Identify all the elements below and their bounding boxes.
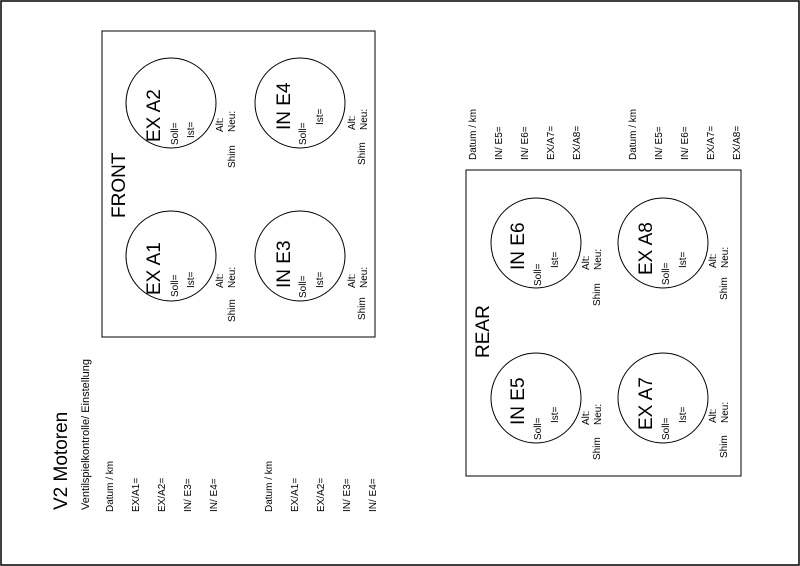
- valve-shim: Shim: [357, 297, 368, 320]
- valve-ex-a2: EX A2 Soll= Ist= Shim Alt: Neu:: [125, 57, 238, 168]
- valve-soll: Soll=: [298, 122, 309, 145]
- valve-name: EX A7: [636, 377, 657, 430]
- page-title: V2 Motoren: [51, 412, 72, 510]
- list-item: IN/ E3=: [342, 478, 353, 512]
- valve-in-e3: IN E3 Soll= Ist= Shim Alt: Neu:: [254, 210, 370, 320]
- valve-ex-a1: EX A1 Soll= Ist= Shim Alt: Neu:: [125, 210, 238, 322]
- valve-soll: Soll=: [661, 262, 672, 285]
- front-list-2: Datum / km EX/A1= EX/A2= IN/ E3= IN/ E4=: [264, 461, 379, 512]
- list-header: Datum / km: [468, 109, 479, 160]
- valve-ist: Ist=: [678, 406, 689, 423]
- valve-neu: Neu:: [359, 109, 370, 130]
- valve-circle: [254, 210, 346, 302]
- list-item: IN/ E4=: [368, 478, 379, 512]
- valve-ist: Ist=: [550, 406, 561, 423]
- front-label: FRONT: [109, 152, 130, 218]
- valve-ex-a8: EX A8 Soll= Ist= Shim Alt: Neu:: [617, 197, 731, 300]
- valve-name: EX A8: [636, 222, 657, 275]
- valve-alt: Alt:: [215, 118, 226, 132]
- list-item: EX/A8=: [732, 126, 743, 160]
- valve-alt: Alt:: [708, 409, 719, 423]
- valve-shim: Shim: [592, 283, 603, 306]
- list-header: Datum / km: [264, 461, 275, 512]
- valve-ist: Ist=: [315, 271, 326, 288]
- valve-soll: Soll=: [170, 122, 181, 145]
- list-item: IN/ E5=: [494, 126, 505, 160]
- list-item: IN/ E6=: [520, 126, 531, 160]
- list-item: IN/ E5=: [654, 126, 665, 160]
- valve-ist: Ist=: [186, 121, 197, 138]
- valve-shim: Shim: [227, 145, 238, 168]
- valve-circle: [617, 197, 709, 289]
- valve-shim: Shim: [227, 299, 238, 322]
- rear-list-2: Datum / km IN/ E5= IN/ E6= EX/A7= EX/A8=: [628, 109, 743, 160]
- valve-ist: Ist=: [550, 251, 561, 268]
- title-block: V2 Motoren Ventilspielkontrolle/ Einstel…: [51, 359, 92, 510]
- valve-neu: Neu:: [593, 249, 604, 270]
- valve-neu: Neu:: [227, 267, 238, 288]
- valve-in-e5: IN E5 Soll= Ist= Shim Alt: Neu:: [490, 352, 604, 460]
- valve-shim: Shim: [719, 277, 730, 300]
- valve-name: EX A2: [144, 89, 165, 142]
- list-header: Datum / km: [105, 461, 116, 512]
- list-item: EX/A1=: [131, 478, 142, 512]
- rear-list-1: Datum / km IN/ E5= IN/ E6= EX/A7= EX/A8=: [468, 109, 583, 160]
- valve-ist: Ist=: [315, 108, 326, 125]
- valve-soll: Soll=: [533, 263, 544, 286]
- valve-alt: Alt:: [215, 274, 226, 288]
- list-item: EX/A7=: [706, 126, 717, 160]
- valve-alt: Alt:: [581, 256, 592, 270]
- list-item: IN/ E6=: [680, 126, 691, 160]
- valve-ist: Ist=: [186, 271, 197, 288]
- valve-circle: [490, 352, 582, 444]
- valve-name: IN E4: [274, 82, 295, 130]
- page-subtitle: Ventilspielkontrolle/ Einstellung: [80, 359, 92, 510]
- front-box: [101, 30, 376, 338]
- valve-name: IN E3: [274, 240, 295, 288]
- valve-name: IN E6: [508, 222, 529, 270]
- valve-shim: Shim: [719, 435, 730, 458]
- rear-box: [465, 169, 742, 477]
- list-item: IN/ E4=: [209, 478, 220, 512]
- valve-neu: Neu:: [593, 404, 604, 425]
- valve-circle: [125, 210, 217, 302]
- valve-circle: [254, 57, 346, 149]
- valve-soll: Soll=: [533, 417, 544, 440]
- valve-shim: Shim: [357, 142, 368, 165]
- list-item: EX/A2=: [157, 478, 168, 512]
- list-item: IN/ E3=: [183, 478, 194, 512]
- valve-alt: Alt:: [581, 411, 592, 425]
- valve-soll: Soll=: [170, 274, 181, 297]
- valve-shim: Shim: [592, 437, 603, 460]
- valve-ist: Ist=: [678, 251, 689, 268]
- list-item: EX/A8=: [572, 126, 583, 160]
- valve-alt: Alt:: [708, 254, 719, 268]
- valve-name: IN E5: [508, 377, 529, 425]
- valve-circle: [617, 352, 709, 444]
- valve-alt: Alt:: [347, 116, 358, 130]
- valve-name: EX A1: [144, 242, 165, 295]
- valve-circle: [125, 57, 217, 149]
- rear-panel: REAR IN E6 Soll= Ist= Shim Alt: Neu: EX …: [465, 169, 742, 477]
- valve-ex-a7: EX A7 Soll= Ist= Shim Alt: Neu:: [617, 352, 731, 458]
- valve-in-e4: IN E4 Soll= Ist= Shim Alt: Neu:: [254, 57, 370, 165]
- front-panel: FRONT EX A2 Soll= Ist= Shim Alt: Neu: IN…: [101, 30, 376, 338]
- valve-circle: [490, 197, 582, 289]
- list-item: EX/A2=: [316, 478, 327, 512]
- rear-label: REAR: [473, 305, 494, 358]
- valve-soll: Soll=: [298, 275, 309, 298]
- list-header: Datum / km: [628, 109, 639, 160]
- valve-neu: Neu:: [359, 267, 370, 288]
- valve-in-e6: IN E6 Soll= Ist= Shim Alt: Neu:: [490, 197, 604, 306]
- list-item: EX/A7=: [546, 126, 557, 160]
- valve-neu: Neu:: [227, 111, 238, 132]
- valve-alt: Alt:: [347, 274, 358, 288]
- front-list-1: Datum / km EX/A1= EX/A2= IN/ E3= IN/ E4=: [105, 461, 220, 512]
- list-item: EX/A1=: [290, 478, 301, 512]
- valve-neu: Neu:: [720, 247, 731, 268]
- valve-neu: Neu:: [720, 402, 731, 423]
- valve-soll: Soll=: [661, 417, 672, 440]
